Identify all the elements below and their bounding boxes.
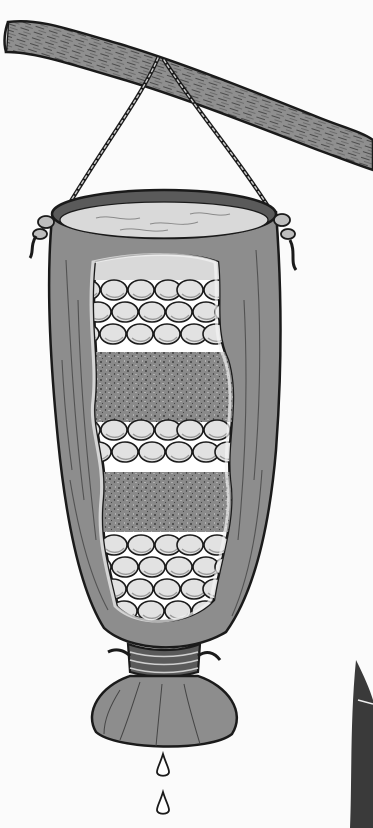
water-drop xyxy=(157,754,169,776)
bag-rim xyxy=(52,190,276,238)
sand-layer xyxy=(90,472,240,532)
sand-layer xyxy=(90,352,240,422)
bag-bottom-bulb xyxy=(92,676,237,747)
tied-bottom xyxy=(92,644,237,747)
adjacent-panel-fragment xyxy=(350,660,373,828)
water-drop xyxy=(157,792,169,814)
water-drips xyxy=(157,754,169,814)
